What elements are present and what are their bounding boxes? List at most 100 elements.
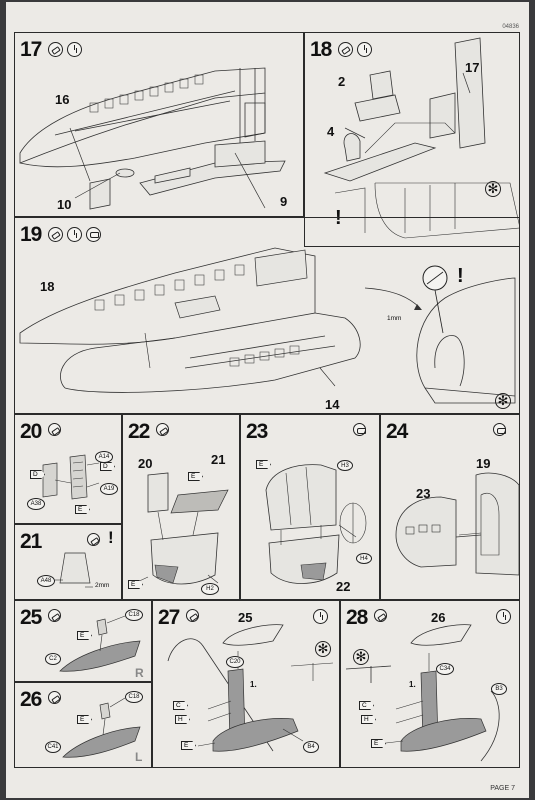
- step-23-panel: 23 E H3 H4 22: [240, 414, 380, 600]
- glue-icon: [156, 423, 169, 436]
- page-number: PAGE 7: [490, 785, 515, 792]
- glue-icon: [186, 609, 199, 622]
- part-label: 22: [336, 579, 351, 594]
- part-label: 25: [238, 610, 253, 625]
- step-number: 25: [20, 606, 42, 629]
- part-label: 19: [476, 456, 491, 471]
- step-number: 28: [346, 606, 368, 629]
- fuselage-half-drawing: [19, 67, 286, 210]
- cockpit-floor-drawing: [323, 37, 519, 239]
- step-21-panel: 21 ! A48 2mm: [14, 524, 122, 600]
- part-callout: H4: [356, 553, 372, 564]
- glue-icon: [48, 691, 61, 704]
- nose-glazing-drawing: [265, 464, 367, 584]
- step-number: 24: [386, 420, 408, 443]
- part-callout: C18: [125, 609, 143, 621]
- step-number: 18: [310, 38, 332, 61]
- part-label: 23: [416, 486, 431, 501]
- step-number: 27: [158, 606, 180, 629]
- side-indicator: L: [135, 750, 143, 764]
- optional-star-icon: ✻: [495, 393, 511, 409]
- paint-icon: [86, 227, 101, 242]
- part-callout: B3: [491, 683, 507, 695]
- caution-icon: !: [108, 528, 114, 547]
- part-callout: C18: [125, 691, 143, 703]
- main-gear-assembly-drawing: [167, 624, 334, 752]
- part-callout: E: [77, 631, 92, 640]
- main-gear-assembly-left-drawing: [345, 624, 500, 762]
- part-callout: C: [173, 701, 188, 710]
- part-label: 9: [280, 194, 288, 209]
- part-label: 10: [57, 197, 72, 212]
- part-callout: E: [75, 505, 90, 514]
- glue-icon: [87, 533, 100, 546]
- instrument-panel-drawing: [42, 454, 100, 500]
- part-label: 17: [465, 60, 480, 75]
- paint-icon: [493, 423, 506, 436]
- part-callout: E: [371, 739, 386, 748]
- fuselage-assembly-drawing: [19, 247, 516, 404]
- step-22-panel: 22 20 21 E E H2: [122, 414, 240, 600]
- step-sub-label: 1.: [409, 680, 416, 689]
- part-callout: C34: [436, 663, 454, 675]
- part-label: 16: [55, 92, 70, 107]
- clock-icon: [357, 42, 372, 57]
- step-24-panel: 24 19 23: [380, 414, 520, 600]
- landing-gear-door-right-drawing: [59, 615, 141, 672]
- part-callout: H3: [337, 460, 353, 471]
- part-callout: E: [256, 460, 271, 469]
- part-callout: A14: [95, 451, 113, 463]
- part-callout: H: [175, 715, 190, 724]
- step-18-panel: 18 2 17 4 ✻ !: [304, 32, 520, 247]
- side-indicator: R: [135, 666, 144, 680]
- nose-attach-drawing: [395, 472, 519, 576]
- glue-icon: [48, 227, 63, 242]
- part-label: 21: [211, 452, 226, 467]
- caution-icon: !: [457, 265, 464, 287]
- step-number: 20: [20, 420, 42, 443]
- step-27-panel: 27 ✻ 25 C20 1. C H E B4: [152, 600, 340, 768]
- clock-icon: [67, 42, 82, 57]
- step-26-panel: 26 C18 E C41 L: [14, 682, 152, 768]
- step-19-panel: 19: [14, 217, 520, 414]
- part-callout: E: [77, 715, 92, 724]
- part-label: 26: [431, 610, 446, 625]
- optional-star-icon: ✻: [353, 649, 369, 665]
- step-number: 26: [20, 688, 42, 711]
- part-callout: D: [30, 470, 45, 479]
- step-number: 17: [20, 38, 42, 61]
- part-label: 18: [40, 279, 55, 294]
- step-number: 22: [128, 420, 150, 443]
- measurement-label: 1mm: [387, 315, 402, 322]
- landing-gear-door-left-drawing: [62, 697, 141, 758]
- caution-icon: !: [335, 207, 342, 229]
- step-number: 19: [20, 223, 42, 246]
- step-25-panel: 25 C18 E C2 R: [14, 600, 152, 682]
- instruction-page: 04836 17: [6, 2, 529, 798]
- clock-icon: [313, 609, 328, 624]
- step-number: 21: [20, 530, 42, 553]
- glue-icon: [48, 609, 61, 622]
- part-callout: A48: [37, 575, 55, 587]
- part-callout: A38: [27, 498, 45, 510]
- step-28-panel: 28 ✻ 26 C34 1. C H E B3: [340, 600, 520, 768]
- part-label: 20: [138, 456, 153, 471]
- part-callout: C2: [45, 653, 61, 665]
- optional-star-icon: ✻: [315, 641, 331, 657]
- part-callout: B4: [303, 741, 319, 753]
- step-sub-label: 1.: [250, 680, 257, 689]
- part-label: 14: [325, 397, 340, 412]
- step-number: 23: [246, 420, 268, 443]
- part-callout: D: [100, 462, 115, 471]
- step-20-panel: 20 A14 D D A19 A38 E: [14, 414, 122, 524]
- antenna-part-drawing: [55, 552, 93, 588]
- part-callout: E: [128, 580, 143, 589]
- glue-icon: [338, 42, 353, 57]
- document-code: 04836: [502, 24, 519, 30]
- part-callout: H: [361, 715, 376, 724]
- part-label: 2: [338, 74, 346, 89]
- measurement-label: 2mm: [95, 582, 110, 589]
- part-callout: C: [359, 701, 374, 710]
- paint-icon: [353, 423, 366, 436]
- part-callout: E: [181, 741, 196, 750]
